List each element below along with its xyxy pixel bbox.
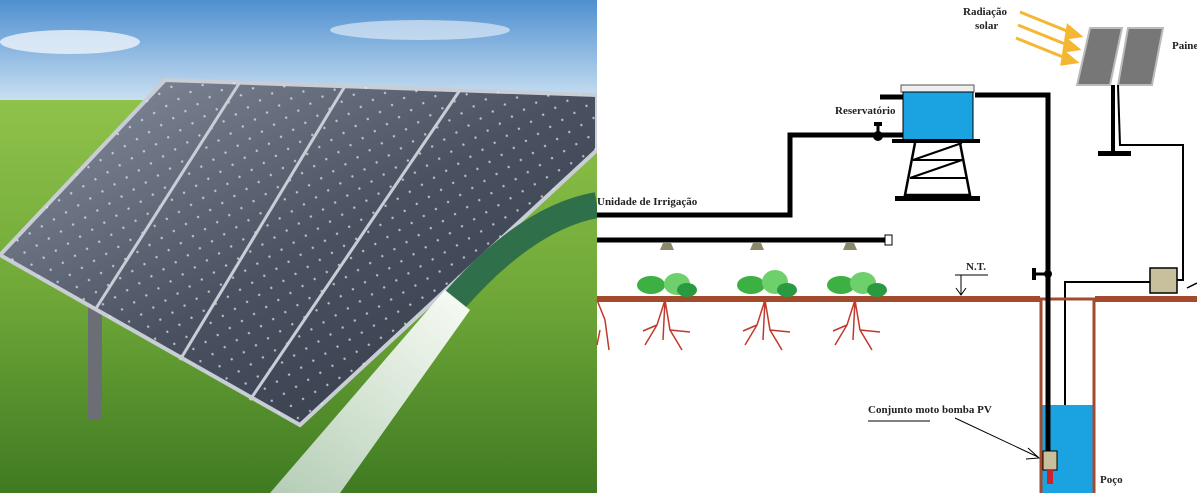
valve-handle	[874, 122, 882, 126]
controller-box	[1149, 267, 1178, 294]
ground-line	[1095, 296, 1197, 302]
cloud	[330, 20, 510, 40]
ground-level-arrowhead	[955, 287, 967, 296]
label-irrigation-unit: Unidade de Irrigação	[597, 196, 698, 208]
main-pipe	[975, 92, 1051, 455]
pump-intake	[1047, 470, 1053, 484]
pump	[1042, 450, 1058, 471]
panel-divider	[93, 81, 242, 311]
irrigation-diagram: Radiação solar Paine Reservatório Unidad…	[596, 0, 1197, 493]
panel-divider	[178, 85, 347, 361]
pv-panel	[1075, 27, 1165, 156]
cloud	[0, 30, 140, 54]
solar-cells	[0, 80, 597, 425]
solar-pump-photo	[0, 0, 600, 493]
water-hose	[445, 192, 600, 309]
panel-wire	[1117, 84, 1184, 281]
panel-support-leg	[88, 290, 102, 420]
sun-ray-arrows	[1015, 10, 1084, 66]
pump-pointer-head	[1025, 447, 1041, 460]
controller-arrow	[1186, 282, 1197, 289]
panel-divider	[248, 89, 462, 401]
label-ground-level: N.T.	[966, 261, 986, 273]
water-spray	[270, 290, 470, 493]
label-radiation: Radiação	[963, 6, 1008, 18]
label-panel: Paine	[1172, 40, 1197, 52]
crop-plants	[596, 270, 887, 351]
reservoir	[892, 84, 980, 201]
outlet-valve	[873, 131, 883, 141]
ground-line	[597, 296, 1040, 302]
label-pump: Conjunto moto bomba PV	[868, 404, 992, 416]
label-radiation-2: solar	[975, 20, 998, 32]
sprinklers	[660, 243, 857, 250]
well-casing	[1039, 297, 1096, 493]
outlet-pipe	[597, 132, 903, 218]
label-reservoir: Reservatório	[835, 105, 896, 117]
end-cap	[884, 234, 893, 246]
pump-pointer	[954, 417, 1039, 458]
label-well: Poço	[1100, 474, 1123, 486]
